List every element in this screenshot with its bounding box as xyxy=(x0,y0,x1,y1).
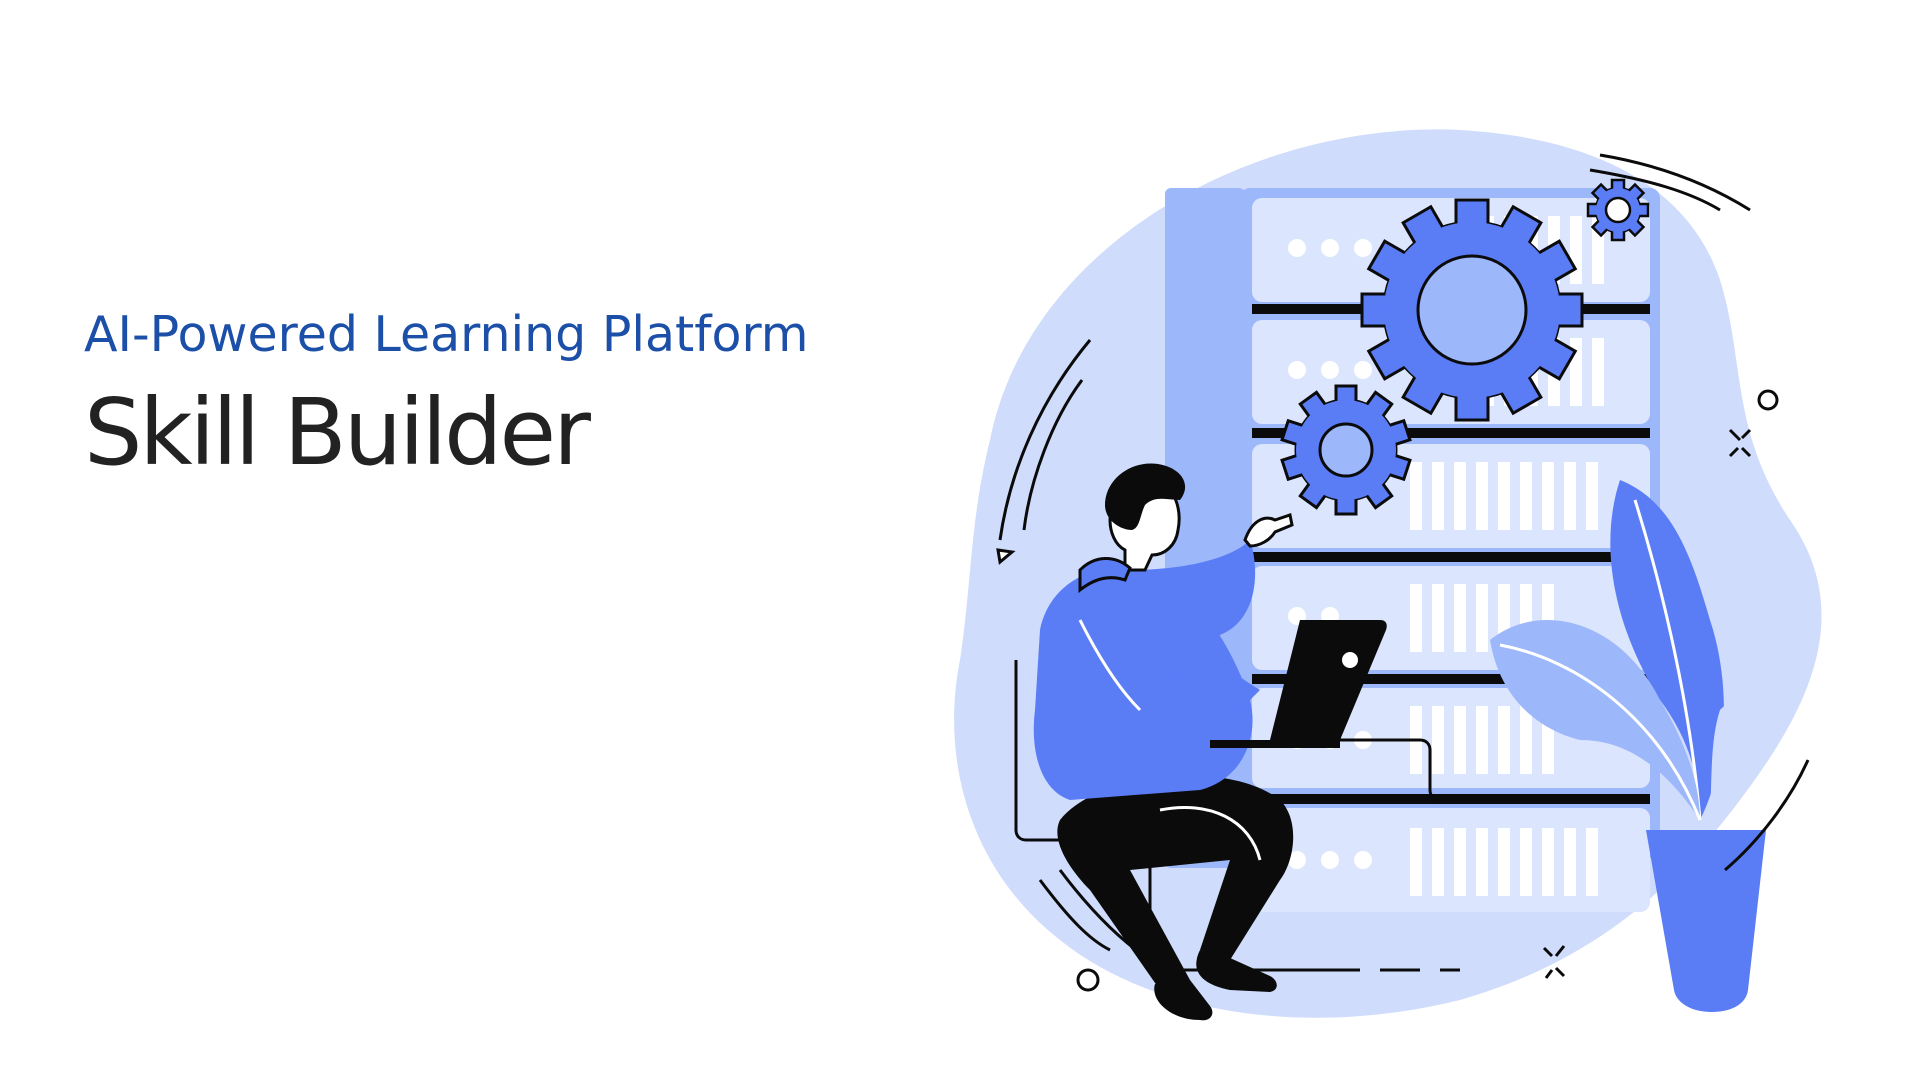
sparkle-icon xyxy=(1542,945,1566,979)
gear-icon xyxy=(1586,178,1650,242)
learning-illustration xyxy=(954,129,1822,1021)
gear-icon xyxy=(1360,198,1584,422)
sparkle-icon xyxy=(1728,428,1752,458)
laptop-icon xyxy=(1210,620,1387,748)
hero-text-block: AI-Powered Learning Platform Skill Build… xyxy=(84,300,809,488)
person-figure xyxy=(1033,463,1294,1021)
plant-icon xyxy=(1490,480,1772,1012)
gear-icon xyxy=(1280,384,1412,516)
hero-title: Skill Builder xyxy=(84,379,591,486)
hero-subtitle: AI-Powered Learning Platform xyxy=(84,306,809,363)
